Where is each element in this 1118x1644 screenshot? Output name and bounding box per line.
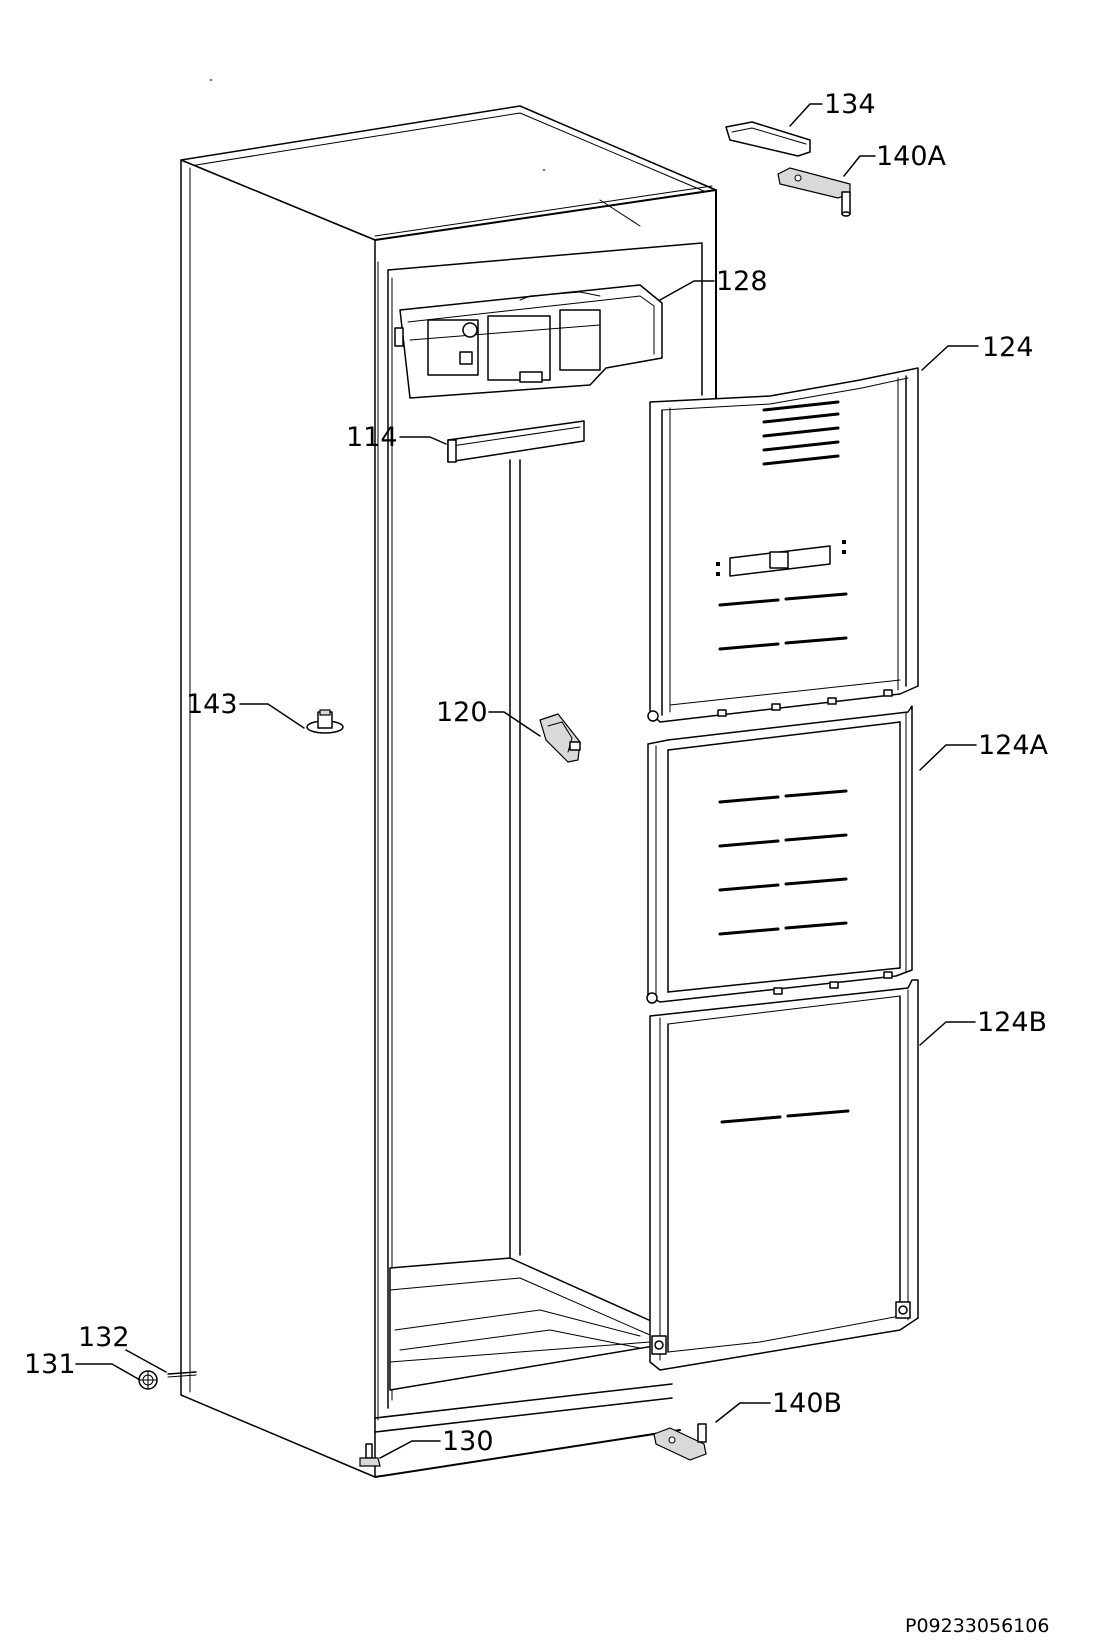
fridge-cabinet (180, 79, 717, 1478)
label-128: 128 (716, 266, 768, 297)
label-124B: 124B (977, 1007, 1047, 1038)
label-114: 114 (346, 422, 398, 453)
drawing-code: P09233056106 (905, 1615, 1049, 1637)
label-130: 130 (442, 1426, 494, 1457)
control-housing-part-128 (394, 284, 663, 399)
label-140B: 140B (772, 1388, 842, 1419)
leader-lines (75, 103, 979, 1459)
button-part-143 (306, 709, 344, 734)
label-143: 143 (186, 689, 238, 720)
light-cover-part-114 (447, 420, 585, 463)
upper-door-part-124 (647, 367, 919, 723)
label-124A: 124A (978, 730, 1049, 761)
label-140A: 140A (876, 141, 947, 172)
upper-hinge-part-140A (777, 167, 851, 217)
label-134: 134 (824, 89, 876, 120)
wheel-part-131 (138, 1370, 158, 1390)
hinge-cover-part-134 (725, 121, 811, 157)
lower-hinge-part-140B (653, 1423, 707, 1461)
lower-door-part-124B (649, 979, 919, 1371)
adjustable-foot-part-130 (359, 1443, 381, 1467)
part-labels: 134 140A 128 124 114 143 120 124A 124B 1… (24, 89, 1049, 1457)
label-131: 131 (24, 1349, 76, 1380)
label-120: 120 (436, 697, 488, 728)
label-132: 132 (78, 1322, 130, 1353)
axle-pin-part-132 (167, 1371, 197, 1378)
middle-door-part-124A (646, 705, 913, 1004)
label-124: 124 (982, 332, 1034, 363)
hinge-bracket-part-120 (539, 713, 581, 763)
